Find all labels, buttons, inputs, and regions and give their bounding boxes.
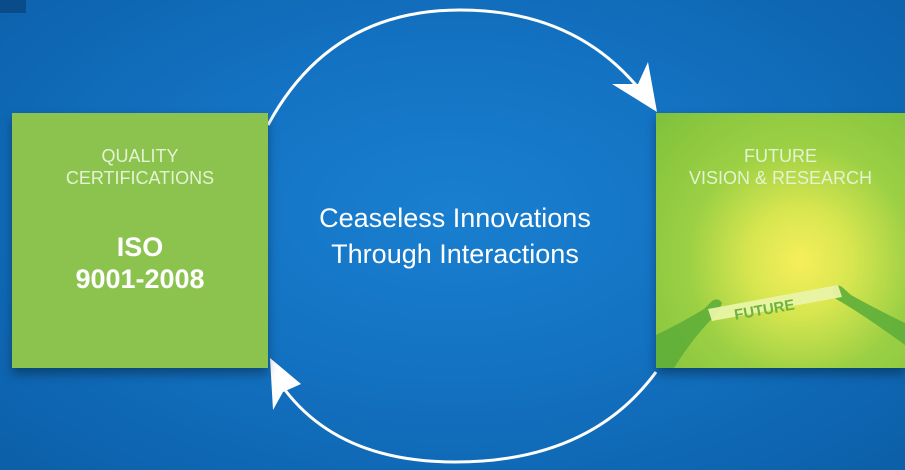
top-arrowhead-icon — [612, 62, 657, 112]
iso-line2: 9001-2008 — [75, 264, 205, 294]
iso-certification: ISO 9001-2008 — [12, 231, 268, 295]
top-arc — [266, 8, 642, 126]
center-caption-line2: Through Interactions — [331, 239, 579, 269]
future-title-line1: FUTURE — [744, 146, 817, 166]
future-vision-box: FUTURE VISION & RESEARCH FUTURE — [656, 113, 905, 368]
hands-holding-future-banner-icon: FUTURE — [656, 285, 905, 368]
corner-tab — [0, 0, 26, 13]
future-title-line2: VISION & RESEARCH — [688, 168, 873, 188]
quality-box-title: QUALITY CERTIFICATIONS — [12, 145, 268, 189]
future-banner-text: FUTURE — [733, 297, 796, 324]
quality-certifications-box: QUALITY CERTIFICATIONS ISO 9001-2008 — [12, 113, 268, 368]
quality-title-line2: CERTIFICATIONS — [65, 168, 215, 188]
future-box-title: FUTURE VISION & RESEARCH — [656, 145, 905, 189]
center-caption: Ceaseless Innovations Through Interactio… — [255, 200, 655, 272]
iso-line1: ISO — [116, 232, 164, 262]
center-caption-line1: Ceaseless Innovations — [319, 203, 591, 233]
bottom-arc — [283, 371, 658, 464]
bottom-arrowhead-icon — [270, 358, 301, 410]
quality-title-line1: QUALITY — [101, 146, 179, 166]
